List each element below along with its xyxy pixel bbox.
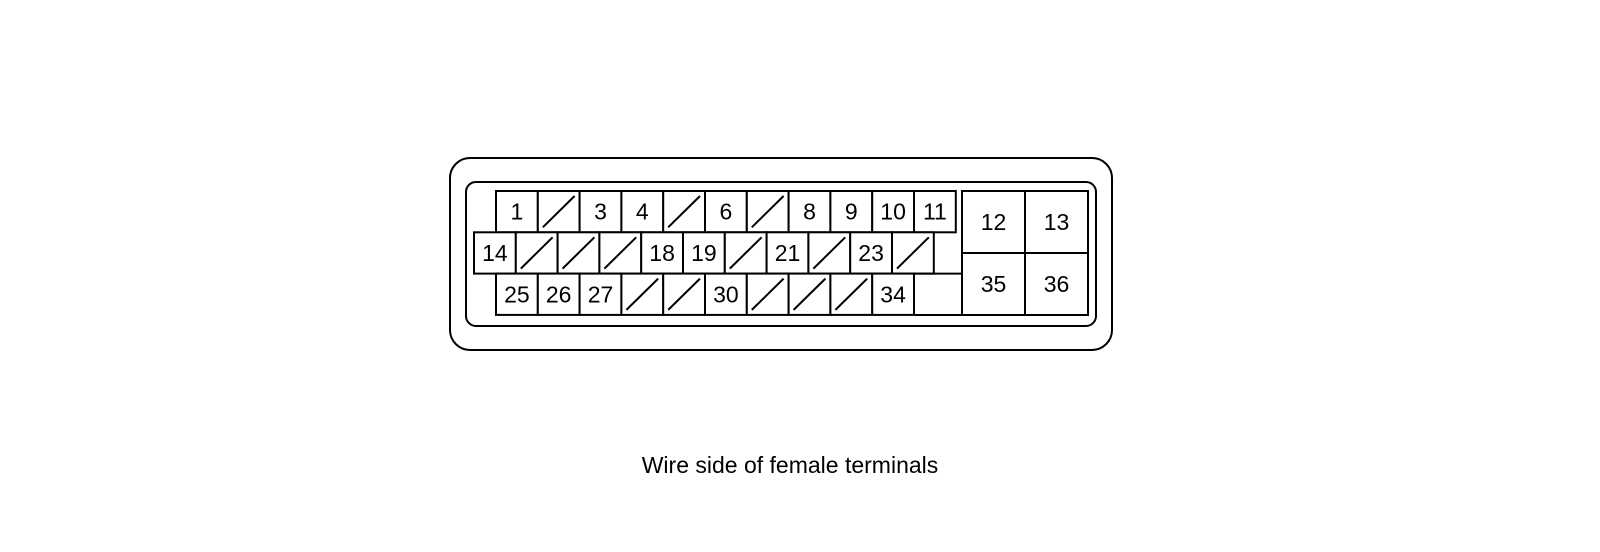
terminal-number: 23: [858, 240, 884, 266]
terminal-number: 8: [803, 199, 816, 225]
large-terminal-cavity: [1024, 190, 1089, 254]
terminal-cavity: [871, 190, 916, 234]
terminal-number: 11: [923, 199, 947, 225]
terminal-number: 1: [511, 199, 524, 225]
connector-inner-housing: [465, 181, 1097, 327]
terminal-cavity: [495, 272, 539, 316]
unused-terminal-slash: [792, 277, 827, 311]
terminal-cavity: [913, 190, 957, 234]
unused-terminal-slash: [751, 195, 785, 229]
terminal-cavity: [620, 190, 665, 234]
unused-terminal-slash: [751, 277, 785, 311]
terminal-number: 34: [880, 281, 906, 307]
large-terminal-number: 13: [1044, 209, 1070, 235]
unused-terminal-slash: [520, 236, 554, 270]
unused-terminal-slash: [896, 236, 930, 270]
terminal-number: 21: [775, 240, 801, 266]
large-terminal-cavity: [1024, 252, 1089, 316]
unused-terminal-slash: [729, 236, 763, 270]
terminal-cavity: [682, 231, 726, 275]
unused-terminal-slash: [667, 195, 701, 229]
terminal-cavity: [765, 231, 810, 275]
unused-terminal-slash: [542, 195, 576, 229]
terminal-number: 9: [845, 199, 858, 225]
unused-terminal-slash: [667, 277, 701, 311]
diagram-caption: Wire side of female terminals: [641, 452, 939, 478]
unused-terminal-slash: [603, 236, 637, 270]
unused-terminal-slash: [834, 277, 868, 311]
terminal-cavity: [495, 190, 539, 234]
large-terminal-number: 12: [981, 209, 1007, 235]
unused-terminal-slash: [561, 236, 596, 270]
unused-terminal-slash: [625, 277, 659, 311]
terminal-number: 10: [880, 199, 906, 225]
large-terminal-number: 35: [981, 271, 1007, 297]
terminal-number: 27: [588, 281, 614, 307]
terminal-number: 26: [546, 281, 572, 307]
terminal-number: 14: [482, 240, 508, 266]
large-terminal-number: 36: [1044, 271, 1070, 297]
terminal-number: 6: [720, 199, 733, 225]
terminal-number: 25: [504, 281, 530, 307]
terminal-number: 4: [636, 199, 649, 225]
terminal-cavity: [473, 231, 517, 275]
terminal-cavity: [871, 272, 916, 316]
terminal-cavity: [578, 272, 623, 316]
unused-terminal-slash: [812, 236, 846, 270]
terminal-number: 3: [594, 199, 607, 225]
terminal-number: 18: [649, 240, 675, 266]
terminal-number: 30: [713, 281, 739, 307]
terminal-number: 19: [691, 240, 717, 266]
